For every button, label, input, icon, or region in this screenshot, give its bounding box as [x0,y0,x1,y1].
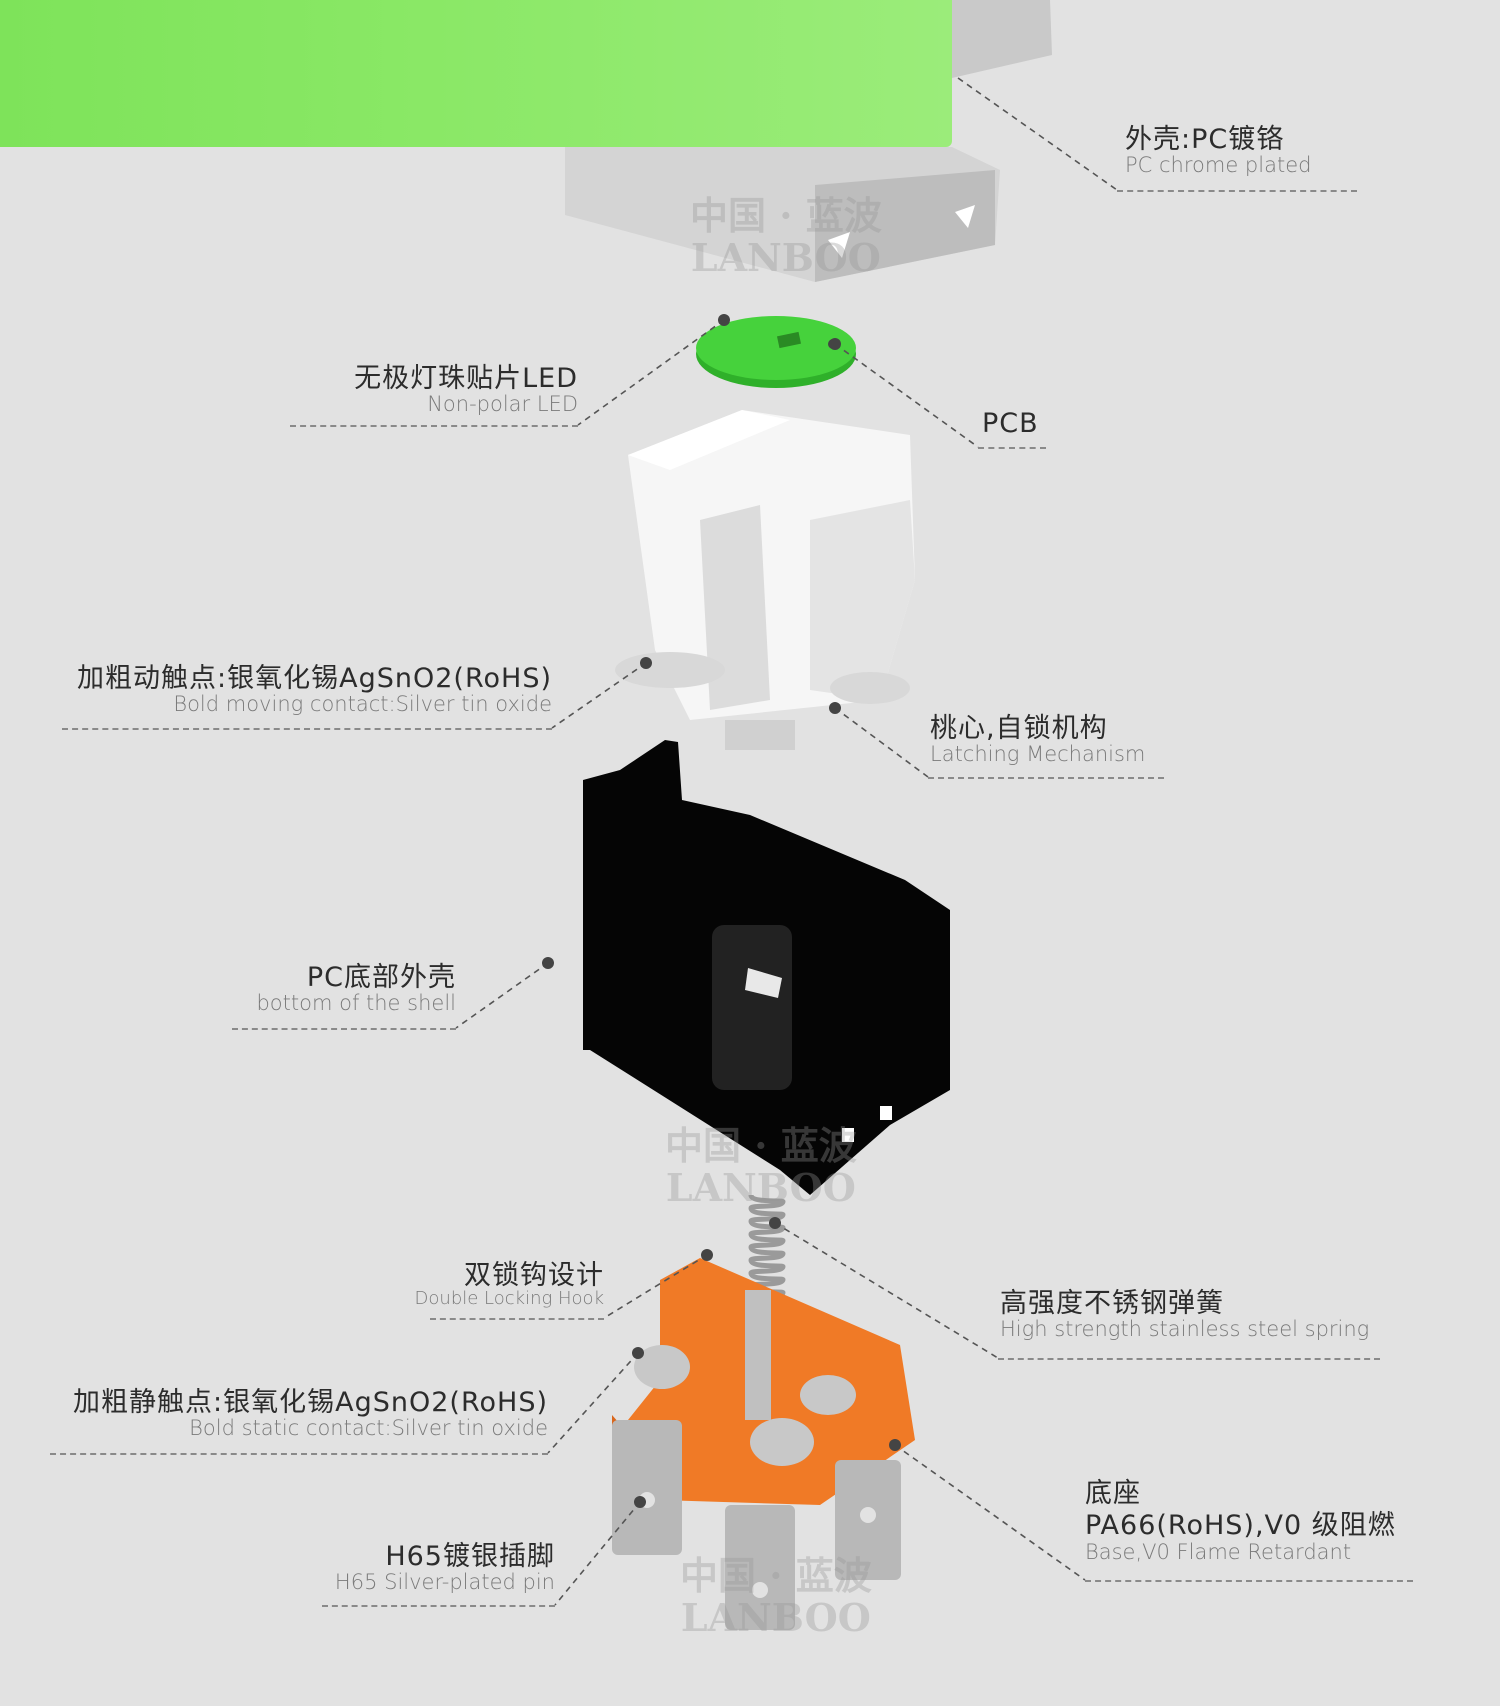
underline-hook [430,1318,604,1320]
leader-led [577,319,725,426]
leader-static [547,1352,639,1454]
label-latch: 桃心,自锁机构 Latching Mechanism [930,713,1146,767]
underline-base [1085,1580,1413,1582]
label-pin-en: H65 Silver-plated pin [334,1570,555,1595]
watermark-cn: 中国 · 蓝波 [665,1123,857,1168]
underline-led [290,425,578,427]
base-part [612,1258,915,1505]
label-static-en: Bold static contact:Silver tin oxide [189,1416,548,1441]
leader-hook [603,1254,708,1319]
label-led-en: Non-polar LED [427,392,578,417]
underline-shell [1117,190,1357,192]
label-pcb-cn: PCB [982,408,1039,439]
label-led: 无极灯珠贴片LED Non-polar LED [300,363,578,417]
bottom-shell-part [583,740,950,1195]
label-static-cn: 加粗静触点:银氧化锡AgSnO2(RoHS) [73,1387,548,1418]
underline-pcb [978,447,1046,449]
label-hook: 双锁钩设计 Double Locking Hook [400,1260,604,1310]
leader-moving [551,662,647,729]
latch-housing-part [615,410,915,750]
label-latch-cn: 桃心,自锁机构 [930,713,1108,744]
watermark: 中国 · 蓝波 LANBOO [690,195,882,279]
label-hook-en: Double Locking Hook [414,1288,604,1310]
label-led-cn: 无极灯珠贴片LED [354,363,578,394]
label-pin-cn: H65镀银插脚 [385,1541,555,1572]
watermark: 中国 · 蓝波 LANBOO [665,1125,857,1209]
green-banner [0,0,952,147]
underline-bottom [232,1028,456,1030]
underline-latch [928,777,1164,779]
label-base: 底座 PA66(RoHS),V0 级阻燃 Base,V0 Flame Retar… [1085,1478,1396,1564]
label-shell-cn: 外壳:PC镀铬 [1125,124,1285,155]
watermark-en: LANBOO [665,1164,856,1210]
watermark-en: LANBOO [680,1594,871,1640]
leader-pcb [834,343,979,448]
watermark-cn: 中国 · 蓝波 [680,1553,872,1598]
label-shell: 外壳:PC镀铬 PC chrome plated [1125,124,1312,178]
pin-part [612,1420,901,1630]
leader-bottom [455,962,549,1029]
watermark: 中国 · 蓝波 LANBOO [680,1555,872,1639]
leader-latch [834,707,929,778]
label-moving-contact: 加粗动触点:银氧化锡AgSnO2(RoHS) Bold moving conta… [55,663,552,717]
label-pcb: PCB [982,408,1039,439]
leader-lines [455,77,1118,1606]
underline-spring [998,1358,1380,1360]
label-bottom-en: bottom of the shell [256,991,456,1016]
label-spring-en: High strength stainless steel spring [1000,1317,1370,1342]
pcb-part [696,316,856,388]
label-moving-en: Bold moving contact:Silver tin oxide [173,692,552,717]
leader-pin [554,1501,641,1606]
label-shell-en: PC chrome plated [1125,153,1312,178]
leader-base [894,1444,1086,1581]
underline-moving [62,728,552,730]
underline-static [50,1453,548,1455]
leader-dots [542,314,901,1508]
underline-pin [322,1605,555,1607]
chrome-shell-part [565,0,1052,282]
label-latch-en: Latching Mechanism [930,742,1146,767]
label-spring: 高强度不锈钢弹簧 High strength stainless steel s… [1000,1288,1370,1342]
label-base-cn2: PA66(RoHS),V0 级阻燃 [1085,1510,1396,1542]
label-moving-cn: 加粗动触点:银氧化锡AgSnO2(RoHS) [77,663,552,694]
watermark-en: LANBOO [690,234,881,280]
label-hook-cn: 双锁钩设计 [464,1260,604,1291]
watermark-cn: 中国 · 蓝波 [690,193,882,238]
label-bottom-shell: PC底部外壳 bottom of the shell [200,962,456,1016]
label-bottom-cn: PC底部外壳 [306,962,456,993]
label-pin: H65镀银插脚 H65 Silver-plated pin [300,1541,555,1595]
label-static-contact: 加粗静触点:银氧化锡AgSnO2(RoHS) Bold static conta… [45,1387,548,1441]
label-base-cn: 底座 [1085,1478,1141,1509]
label-spring-cn: 高强度不锈钢弹簧 [1000,1288,1224,1319]
label-base-en: Base,V0 Flame Retardant [1085,1539,1352,1564]
